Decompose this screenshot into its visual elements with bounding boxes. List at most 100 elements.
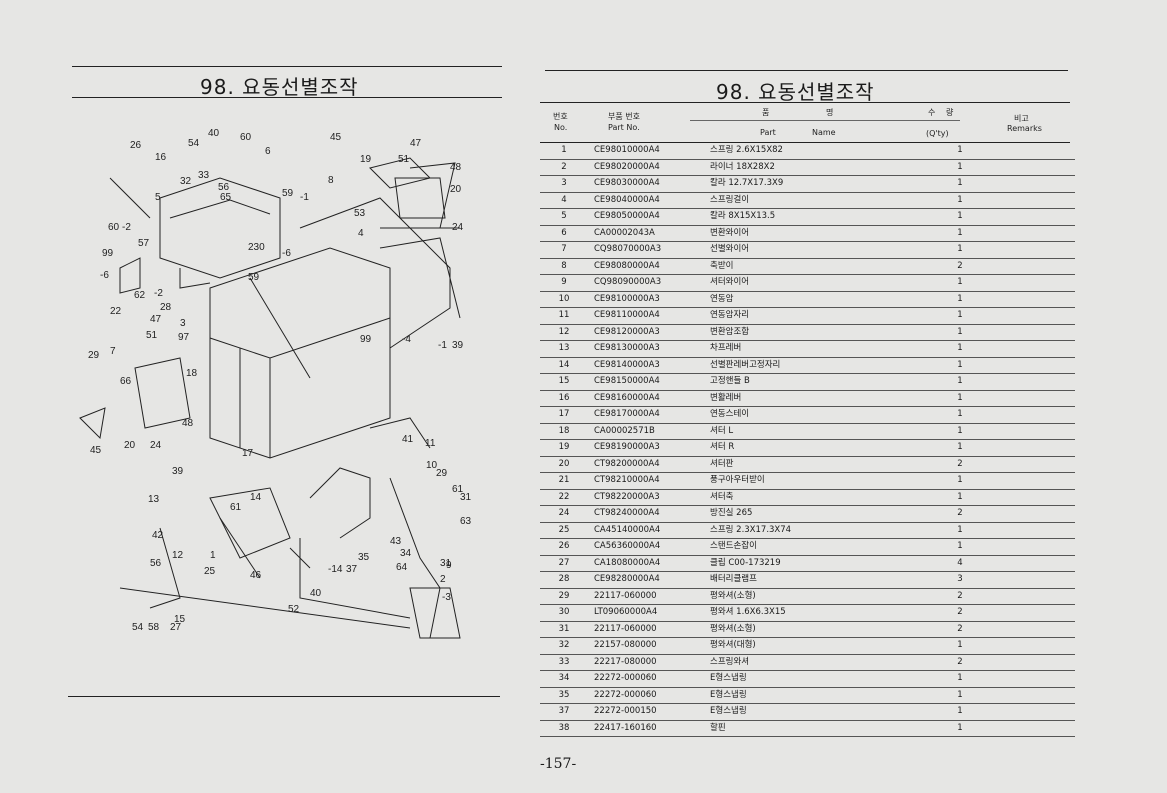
callout-label: 57 bbox=[138, 238, 150, 249]
header-remarks-ko: 비고 bbox=[1014, 114, 1029, 123]
cell-name: 평와셔 1.6X6.3X15 bbox=[710, 604, 915, 622]
callout-label: 9 bbox=[446, 560, 452, 571]
callout-label: 5 bbox=[155, 192, 161, 203]
callout-label: 24 bbox=[452, 222, 464, 233]
cell-code: CE98170000A4 bbox=[588, 406, 710, 424]
cell-remarks bbox=[1005, 159, 1075, 176]
cell-qty: 1 bbox=[915, 703, 1005, 721]
cell-no: 18 bbox=[540, 423, 588, 440]
cell-remarks bbox=[1005, 522, 1075, 539]
cell-name: 셔터판 bbox=[710, 456, 915, 473]
cell-qty: 1 bbox=[915, 373, 1005, 391]
callout-label: 29 bbox=[436, 468, 448, 479]
callout-label: 99 bbox=[102, 248, 114, 259]
cell-code: CT98240000A4 bbox=[588, 505, 710, 523]
callout-label: 40 bbox=[310, 588, 322, 599]
cell-qty: 1 bbox=[915, 439, 1005, 457]
cell-name: 배터리클램프 bbox=[710, 571, 915, 589]
header-qty-en: (Q'ty) bbox=[926, 129, 949, 138]
callout-label: 45 bbox=[330, 132, 342, 143]
cell-name: 변환암조합 bbox=[710, 324, 915, 341]
callout-label: 18 bbox=[186, 368, 198, 379]
cell-name: 변환와이어 bbox=[710, 225, 915, 242]
cell-code: 22272-000150 bbox=[588, 703, 710, 721]
callout-label: 48 bbox=[450, 162, 462, 173]
cell-code: CE98160000A4 bbox=[588, 390, 710, 407]
cell-qty: 1 bbox=[915, 192, 1005, 209]
header-name-ko-1: 품 bbox=[762, 108, 770, 117]
cell-qty: 1 bbox=[915, 522, 1005, 539]
page-number: -157- bbox=[540, 756, 577, 772]
cell-qty: 1 bbox=[915, 357, 1005, 374]
cell-no: 13 bbox=[540, 340, 588, 358]
cell-name: 평와셔(소형) bbox=[710, 621, 915, 638]
cell-code: CA00002571B bbox=[588, 423, 710, 440]
callout-label: 2 bbox=[440, 574, 446, 585]
callout-label: 4 bbox=[358, 228, 364, 239]
cell-no: 22 bbox=[540, 489, 588, 506]
callout-label: 20 bbox=[124, 440, 136, 451]
cell-qty: 1 bbox=[915, 489, 1005, 506]
callout-label: 61 bbox=[230, 502, 242, 513]
cell-qty: 2 bbox=[915, 604, 1005, 622]
cell-qty: 1 bbox=[915, 291, 1005, 308]
cell-qty: 1 bbox=[915, 340, 1005, 358]
cell-code: CE98130000A3 bbox=[588, 340, 710, 358]
cell-name: 선별와이어 bbox=[710, 241, 915, 259]
cell-remarks bbox=[1005, 720, 1075, 737]
header-no-en: No. bbox=[554, 123, 568, 132]
callout-label: 58 bbox=[148, 622, 160, 633]
cell-remarks bbox=[1005, 439, 1075, 457]
cell-code: CE98110000A4 bbox=[588, 307, 710, 325]
header-no-ko: 번호 bbox=[553, 112, 568, 121]
callout-label: -4 bbox=[402, 334, 411, 345]
cell-name: 평와셔(소형) bbox=[710, 588, 915, 605]
cell-no: 24 bbox=[540, 505, 588, 523]
left-page: 98. 요동선별조작 bbox=[0, 0, 560, 793]
cell-remarks bbox=[1005, 143, 1075, 160]
cell-no: 28 bbox=[540, 571, 588, 589]
cell-code: 22417-160160 bbox=[588, 720, 710, 737]
cell-code: 22157-080000 bbox=[588, 637, 710, 655]
cell-code: CE98050000A4 bbox=[588, 208, 710, 226]
cell-name: E형스냅링 bbox=[710, 670, 915, 688]
callout-label: 52 bbox=[288, 604, 300, 615]
callout-label: 39 bbox=[452, 340, 464, 351]
callout-label: 64 bbox=[396, 562, 408, 573]
cell-code: LT09060000A4 bbox=[588, 604, 710, 622]
cell-remarks bbox=[1005, 373, 1075, 391]
callout-label: 51 bbox=[146, 330, 158, 341]
callout-label: 42 bbox=[152, 530, 164, 541]
callout-label: -3 bbox=[442, 592, 451, 603]
cell-name: 셔터 L bbox=[710, 423, 915, 440]
callout-label: 16 bbox=[155, 152, 167, 163]
cell-qty: 1 bbox=[915, 208, 1005, 226]
cell-name: 라이너 18X28X2 bbox=[710, 159, 915, 176]
callout-label: 230 bbox=[248, 242, 265, 253]
cell-no: 32 bbox=[540, 637, 588, 655]
cell-code: CE98080000A4 bbox=[588, 258, 710, 275]
cell-remarks bbox=[1005, 274, 1075, 292]
callout-label: 37 bbox=[346, 564, 358, 575]
cell-qty: 1 bbox=[915, 423, 1005, 440]
cell-no: 37 bbox=[540, 703, 588, 721]
cell-no: 17 bbox=[540, 406, 588, 424]
callout-label: -1 bbox=[300, 192, 309, 203]
cell-name: 칼라 8X15X13.5 bbox=[710, 208, 915, 226]
cell-no: 4 bbox=[540, 192, 588, 209]
cell-qty: 1 bbox=[915, 307, 1005, 325]
